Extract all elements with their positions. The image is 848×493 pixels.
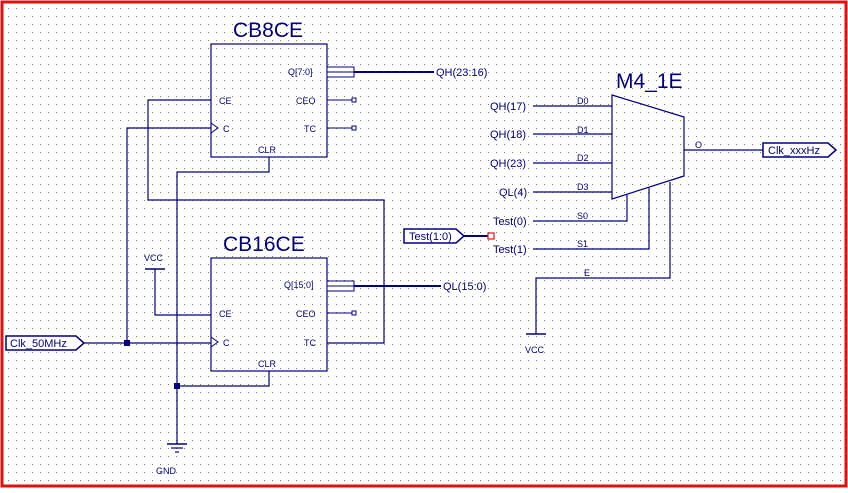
dot-grid [4, 4, 844, 484]
cb16ce-pin-ce: CE [219, 309, 232, 319]
m4-1e-pin-d1: D1 [577, 125, 589, 135]
cb16ce-pin-c: C [223, 338, 230, 348]
port-clk-out[interactable]: Clk_xxxHz [762, 142, 838, 158]
port-clk-in-shape[interactable] [5, 335, 86, 351]
wire-test0-to-s0[interactable] [533, 195, 628, 222]
port-test-in[interactable]: Test(1:0) [403, 228, 495, 244]
cb8ce-name: CB8CE [233, 19, 303, 42]
cb16ce-pin-ceo: CEO [296, 309, 316, 319]
vcc-symbol-mux[interactable]: VCC [525, 333, 546, 355]
vcc-label-mux: VCC [525, 345, 545, 355]
port-clk-out-shape[interactable] [762, 142, 838, 158]
net-label-qh17[interactable]: QH(17) [490, 101, 526, 113]
cb16ce-symbol[interactable]: CB16CE CE C CLR Q[15:0] CEO TC [210, 233, 357, 372]
cb8ce-pin-clr: CLR [258, 145, 277, 155]
m4-1e-symbol[interactable]: M4_1E D0 D1 D2 D3 S0 S1 E O [577, 70, 702, 278]
port-clk-out-label: Clk_xxxHz [768, 145, 820, 157]
port-clk-in[interactable]: Clk_50MHz [5, 335, 86, 351]
junction-clk [124, 340, 130, 346]
m4-1e-pin-s1: S1 [577, 239, 588, 249]
port-test-in-shape[interactable] [403, 228, 466, 244]
wire-test1-to-s1[interactable] [533, 188, 650, 250]
cb8ce-clock-triangle [210, 122, 219, 134]
port-test-in-label: Test(1:0) [409, 231, 452, 243]
cb8ce-pin-ceo: CEO [296, 96, 316, 106]
cb16ce-name: CB16CE [223, 233, 305, 256]
m4-1e-pin-d0: D0 [577, 96, 589, 106]
wire-vcc-to-e[interactable] [535, 182, 671, 334]
cb16ce-ceo-open-end [351, 310, 357, 316]
wires[interactable] [84, 71, 763, 444]
net-label-qh23[interactable]: QH(23) [490, 158, 526, 170]
cb16ce-pin-q: Q[15:0] [284, 280, 314, 290]
gnd-symbol[interactable]: GND [156, 443, 187, 476]
net-label-test0[interactable]: Test(0) [493, 216, 527, 228]
port-test-connection-marker [487, 232, 495, 240]
m4-1e-pin-e: E [584, 268, 590, 278]
cb8ce-pin-tc: TC [304, 124, 316, 134]
net-label-qh18[interactable]: QH(18) [490, 129, 526, 141]
net-label-ql4[interactable]: QL(4) [499, 187, 527, 199]
cb8ce-pin-ce: CE [219, 96, 232, 106]
cb8ce-ceo-open-end [351, 97, 357, 103]
cb16ce-clock-triangle [210, 336, 219, 348]
wire-cb16ce-clr-to-gnd[interactable] [177, 371, 270, 387]
m4-1e-pin-d3: D3 [577, 182, 589, 192]
net-label-test1[interactable]: Test(1) [493, 244, 527, 256]
cb8ce-pin-c: C [223, 124, 230, 134]
wire-vcc-to-cb16ce-ce[interactable] [154, 269, 211, 316]
cb16ce-pin-tc: TC [304, 338, 316, 348]
gnd-label: GND [156, 466, 177, 476]
cb16ce-pin-clr: CLR [258, 359, 277, 369]
wire-cb8ce-clr-to-gnd[interactable] [176, 157, 270, 444]
wire-clk-to-cb8ce[interactable] [126, 127, 211, 343]
cb8ce-tc-open-end [351, 125, 357, 131]
m4-1e-pin-d2: D2 [577, 153, 589, 163]
junction-gnd [174, 383, 180, 389]
vcc-symbol-cb16ce[interactable]: VCC [144, 253, 165, 270]
vcc-label-cb16ce: VCC [144, 253, 164, 263]
net-label-qh-23-16[interactable]: QH(23:16) [436, 67, 487, 79]
port-clk-in-label: Clk_50MHz [10, 338, 67, 350]
cb8ce-pin-q: Q[7:0] [288, 67, 313, 77]
m4-1e-body[interactable] [611, 94, 685, 200]
m4-1e-pin-s0: S0 [577, 211, 588, 221]
m4-1e-pin-o: O [695, 140, 702, 150]
m4-1e-name: M4_1E [616, 70, 683, 93]
net-label-ql-15-0[interactable]: QL(15:0) [443, 281, 486, 293]
wire-tc-to-cb8ce-ce[interactable] [147, 99, 385, 344]
